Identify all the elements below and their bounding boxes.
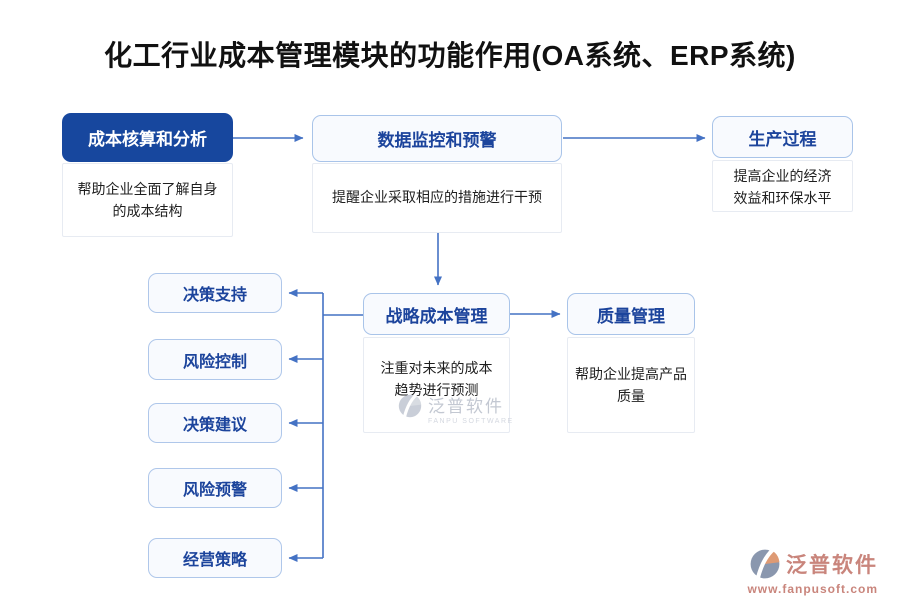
node-quality-desc: 帮助企业提高产品 质量 (567, 337, 695, 433)
fanpu-logo-icon (398, 393, 422, 418)
node-strategic-cost: 战略成本管理 (363, 293, 510, 335)
watermark-center: 泛普软件 FANPU SOFTWARE (396, 392, 514, 425)
node-production: 生产过程 (712, 116, 853, 158)
fanpu-logo-icon (750, 548, 780, 579)
node-cost-accounting-desc: 帮助企业全面了解自身 的成本结构 (62, 163, 233, 237)
watermark-corner-name: 泛普软件 (786, 554, 878, 577)
node-business-strategy: 经营策略 (148, 538, 282, 578)
node-quality: 质量管理 (567, 293, 695, 335)
node-production-desc: 提高企业的经济 效益和环保水平 (712, 160, 853, 212)
node-strategic-cost-desc: 注重对未来的成本 趋势进行预测 (363, 337, 510, 433)
node-data-monitoring-desc: 提醒企业采取相应的措施进行干预 (312, 163, 562, 233)
node-data-monitoring: 数据监控和预警 (312, 115, 562, 162)
watermark-center-sub: FANPU SOFTWARE (428, 418, 514, 425)
watermark-center-name: 泛普软件 (428, 397, 504, 416)
node-risk-warning: 风险预警 (148, 468, 282, 508)
node-decision-advice: 决策建议 (148, 403, 282, 443)
watermark-corner: 泛普软件 www.fanpusoft.com (747, 546, 878, 596)
node-risk-control: 风险控制 (148, 339, 282, 380)
watermark-corner-url: www.fanpusoft.com (747, 582, 878, 596)
node-cost-accounting: 成本核算和分析 (62, 113, 233, 162)
page-title: 化工行业成本管理模块的功能作用(OA系统、ERP系统) (104, 40, 796, 71)
node-decision-support: 决策支持 (148, 273, 282, 313)
